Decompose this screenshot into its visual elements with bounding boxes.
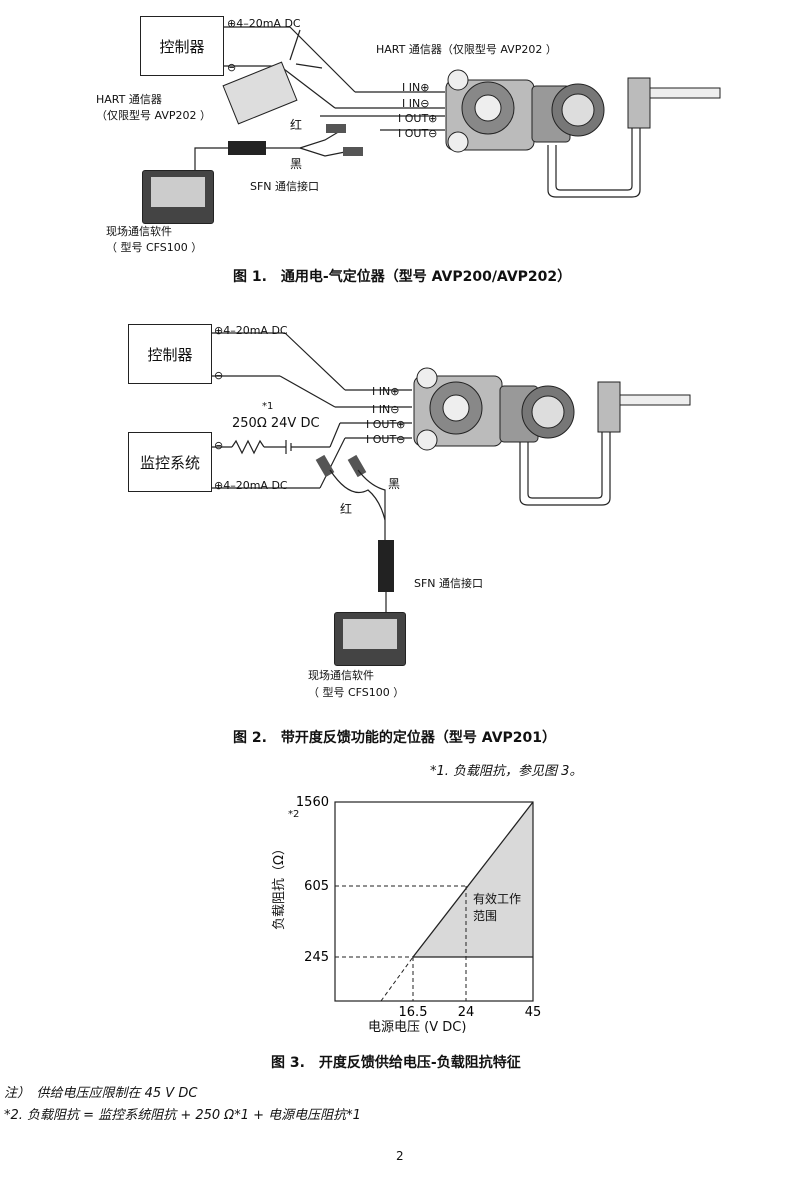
region-label-line1: 有效工作 bbox=[473, 892, 522, 906]
figure-2-caption: 图 2. 带开度反馈功能的定位器（型号 AVP201） bbox=[233, 730, 557, 746]
x-tick-16-5: 16.5 bbox=[399, 1005, 428, 1020]
load-impedance-formula-note: *2. 负载阻抗 = 监控系统阻抗 + 250 Ω*1 + 电源电压阻抗*1 bbox=[4, 1108, 361, 1123]
software-model-label-2: （ 型号 CFS100 ） bbox=[308, 686, 405, 699]
y-tick-605: 605 bbox=[304, 879, 329, 894]
x-tick-24: 24 bbox=[458, 1005, 475, 1020]
x-tick-45: 45 bbox=[525, 1005, 542, 1020]
minus-label-2: ⊖ bbox=[214, 369, 224, 382]
hart-communicator-label-right: HART 通信器（仅限型号 AVP202 ） bbox=[376, 43, 557, 56]
laptop-icon bbox=[142, 170, 214, 224]
terminal-out-minus-2: I OUT⊖ bbox=[366, 433, 406, 446]
field-software-label-2: 现场通信软件 bbox=[308, 669, 374, 682]
software-model-label: （ 型号 CFS100 ） bbox=[106, 241, 203, 254]
terminal-in-plus-2: I IN⊕ bbox=[372, 385, 400, 398]
boundary-line bbox=[412, 801, 534, 958]
y-axis-label-mark: *2 bbox=[288, 809, 300, 820]
laptop-icon-2 bbox=[334, 612, 406, 666]
y-tick-245: 245 bbox=[304, 950, 329, 965]
plus-4-20ma-label-2: ⊕4–20mA DC bbox=[214, 324, 288, 337]
monitor-minus-label: ⊖ bbox=[214, 439, 224, 452]
monitor-plus-label: ⊕4–20mA DC bbox=[214, 479, 288, 492]
black-wire-label-2: 黑 bbox=[388, 477, 401, 491]
footnote-1: *1. 负载阻抗，参见图 3。 bbox=[430, 764, 583, 779]
figure-2-wiring bbox=[211, 332, 691, 612]
x-axis-label: 电源电压 (V DC) bbox=[368, 1020, 467, 1035]
y-axis-label: 负载阻抗（Ω） bbox=[272, 842, 287, 930]
resistor-supply-label: 250Ω 24V DC bbox=[232, 416, 320, 431]
minus-label: ⊖ bbox=[227, 61, 237, 74]
sfn-interface-label-2: SFN 通信接口 bbox=[414, 577, 484, 590]
terminal-out-minus: I OUT⊖ bbox=[398, 127, 438, 140]
y-tick-1560: 1560 bbox=[296, 795, 329, 810]
terminal-out-plus: I OUT⊕ bbox=[398, 112, 438, 125]
plot-frame bbox=[334, 801, 534, 1002]
hart-model-label-left: （仅限型号 AVP202 ） bbox=[96, 109, 211, 122]
supply-voltage-note: 注） 供给电压应限制在 45 V DC bbox=[4, 1086, 198, 1101]
figure-1-wiring bbox=[194, 26, 721, 198]
terminal-in-minus: I IN⊖ bbox=[402, 97, 430, 110]
hart-communicator-label-left: HART 通信器 bbox=[96, 93, 162, 106]
field-software-label: 现场通信软件 bbox=[106, 225, 172, 238]
sfn-interface-label: SFN 通信接口 bbox=[250, 180, 320, 193]
figure-1-caption: 图 1. 通用电-气定位器（型号 AVP200/AVP202） bbox=[233, 269, 572, 285]
plus-4-20ma-label: ⊕4–20mA DC bbox=[227, 17, 301, 30]
figure-3-caption: 图 3. 开度反馈供给电压-负载阻抗特征 bbox=[271, 1055, 521, 1071]
controller-box-2: 控制器 bbox=[128, 324, 212, 384]
terminal-in-plus: I IN⊕ bbox=[402, 81, 430, 94]
terminal-out-plus-2: I OUT⊕ bbox=[366, 418, 406, 431]
red-wire-label-2: 红 bbox=[340, 502, 353, 516]
terminal-in-minus-2: I IN⊖ bbox=[372, 403, 400, 416]
extension-dashed-line bbox=[380, 956, 414, 1002]
footnote-marker-1: *1 bbox=[262, 401, 274, 412]
controller-box: 控制器 bbox=[140, 16, 224, 76]
region-label-line2: 范围 bbox=[473, 909, 498, 923]
red-wire-label: 红 bbox=[290, 118, 303, 132]
page-number: 2 bbox=[396, 1149, 404, 1163]
monitor-system-box: 监控系统 bbox=[128, 432, 212, 492]
black-wire-label: 黑 bbox=[290, 157, 303, 171]
